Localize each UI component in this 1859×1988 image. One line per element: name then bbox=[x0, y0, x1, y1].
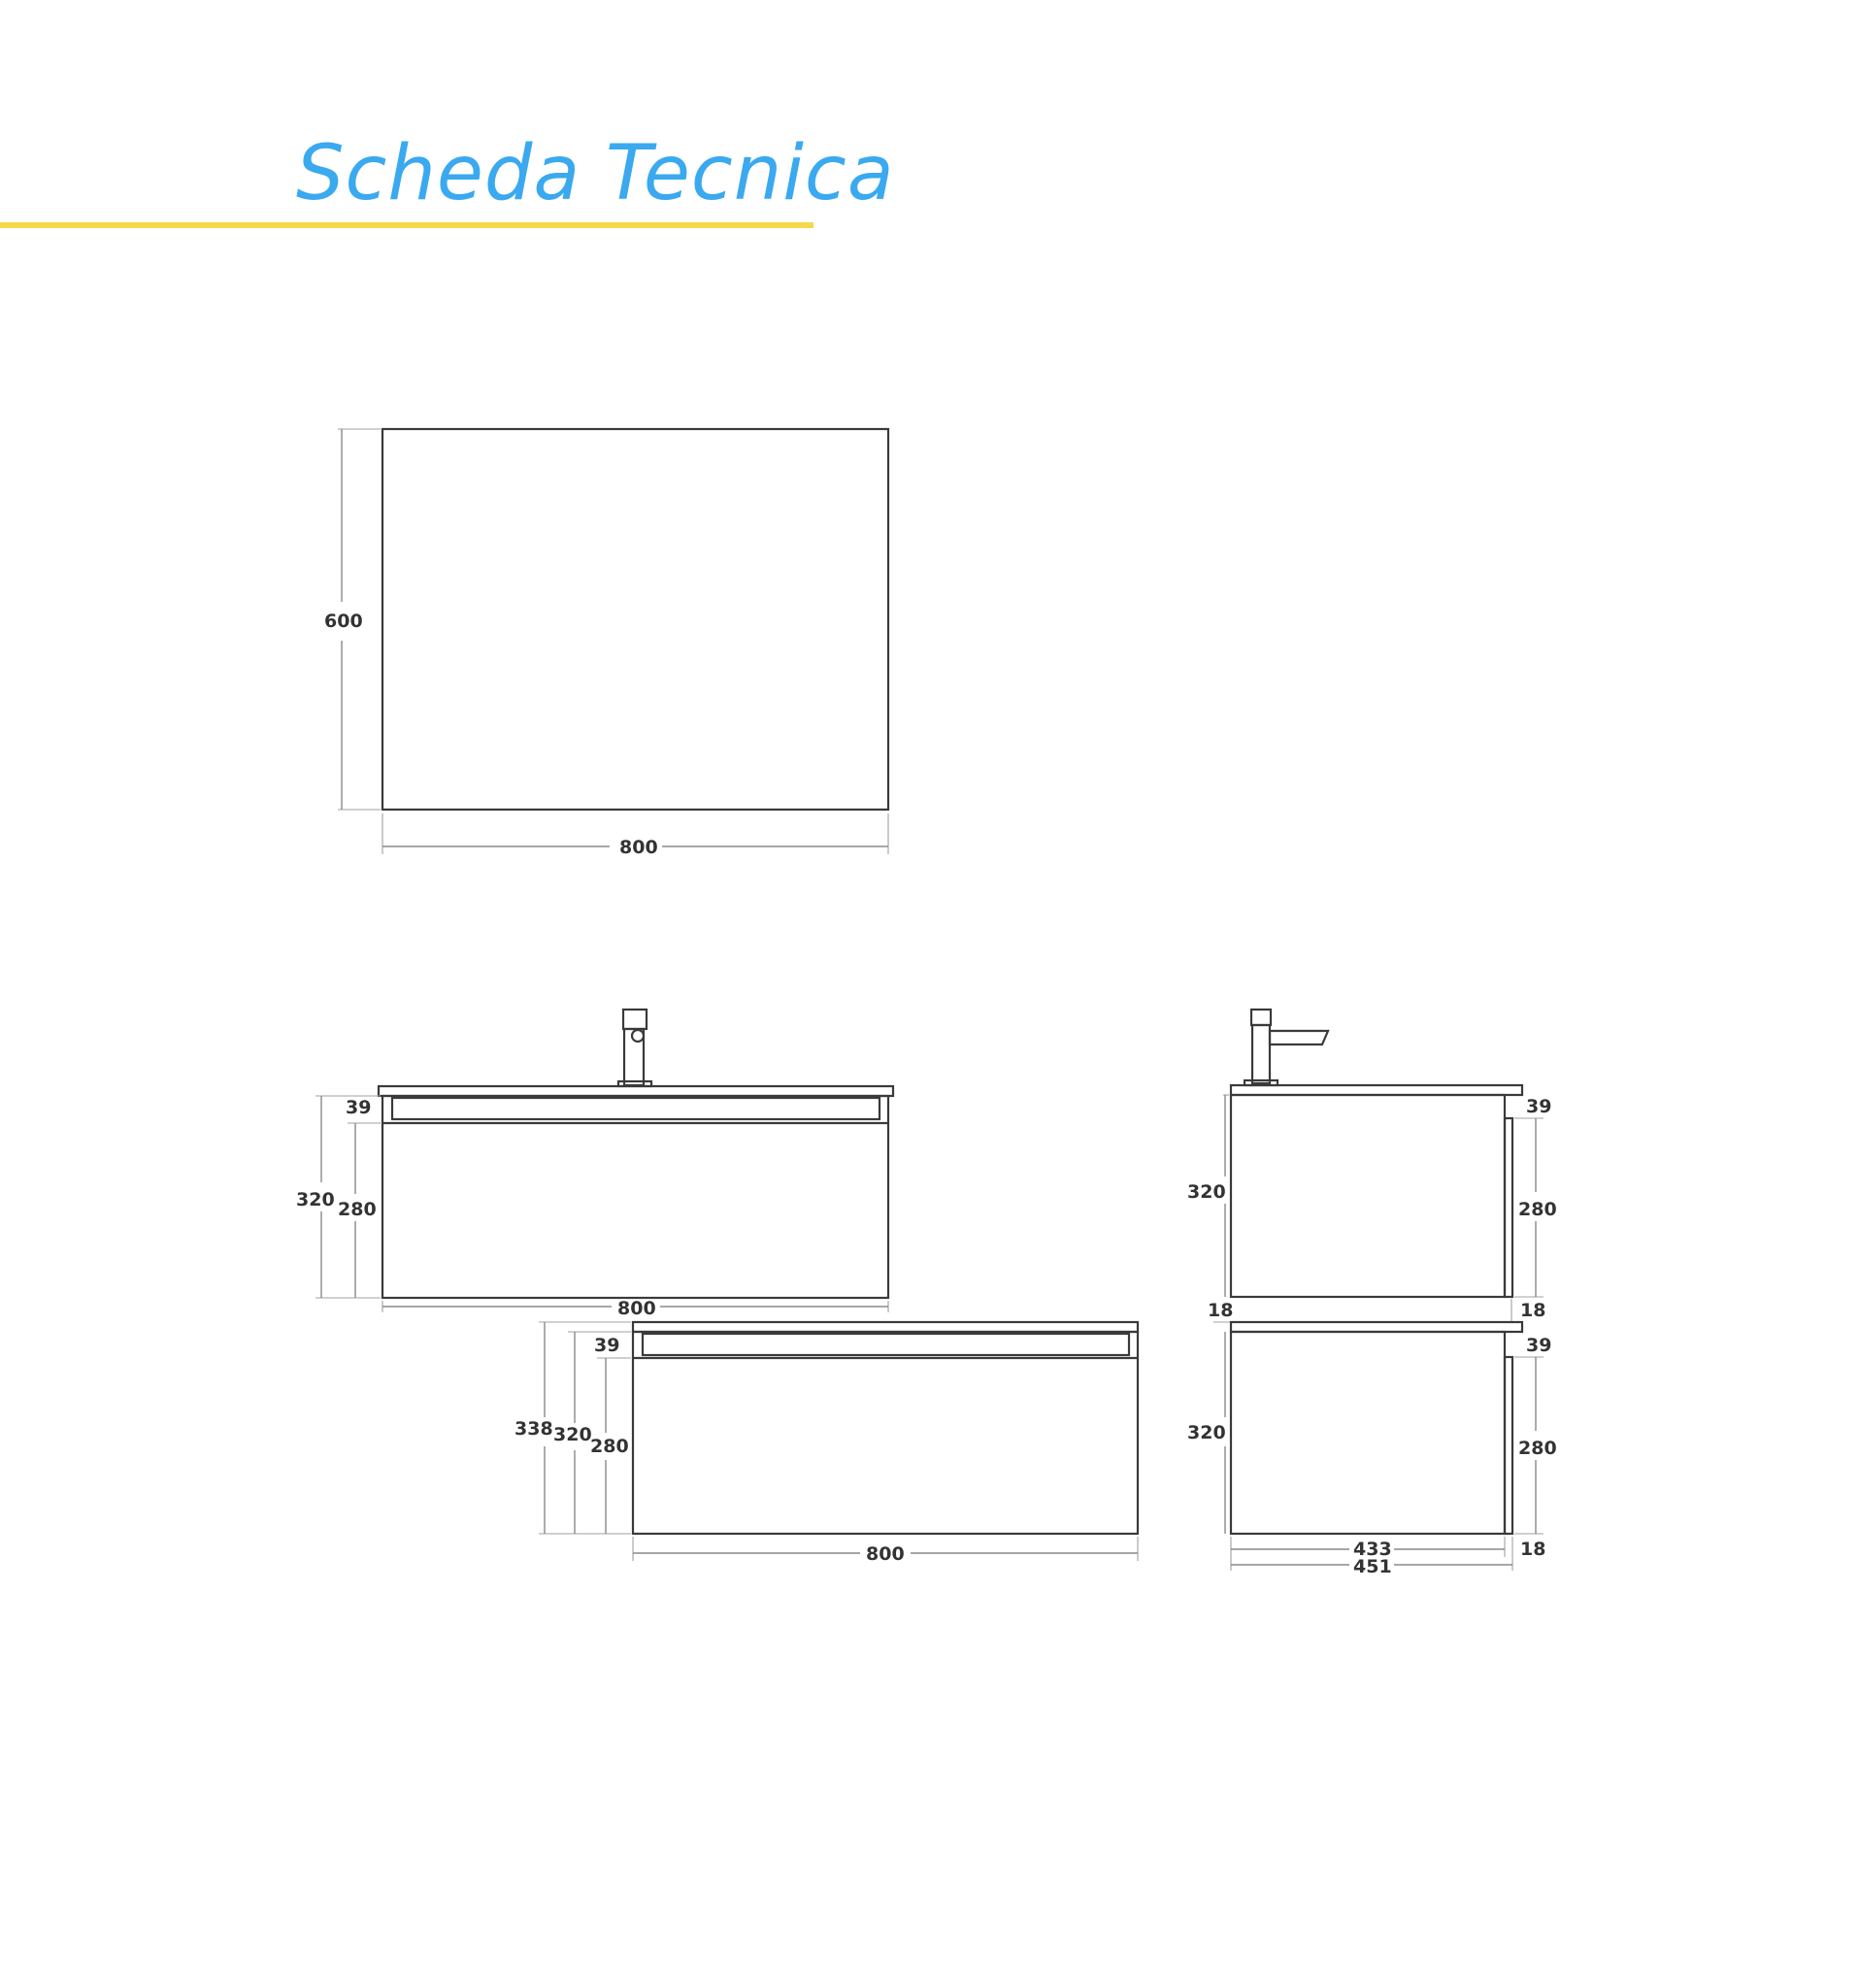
lower-front-cabinet bbox=[631, 1330, 1140, 1536]
lower-front-width-label: 800 bbox=[866, 1543, 905, 1565]
faucet-head bbox=[621, 1008, 648, 1031]
upper-side-view: 320 39 280 18 18 bbox=[1187, 1008, 1557, 1323]
upper-front-cabinet bbox=[381, 1094, 890, 1300]
lower-side-drawer-height-label: 280 bbox=[1518, 1438, 1557, 1459]
side-faucet-head bbox=[1249, 1008, 1273, 1027]
mirror-outline bbox=[381, 427, 890, 812]
lower-front-drawer-height-label: 280 bbox=[590, 1436, 629, 1457]
mirror-view: 600 800 bbox=[324, 427, 890, 858]
upper-side-drawer-front bbox=[1503, 1116, 1514, 1299]
lower-front-cabinet-height-label: 320 bbox=[553, 1424, 592, 1445]
upper-front-drawer-height-label: 280 bbox=[338, 1199, 377, 1220]
lower-front-top bbox=[631, 1320, 1140, 1334]
side-faucet-spout bbox=[1268, 1029, 1330, 1046]
lower-front-top-label: 39 bbox=[594, 1335, 619, 1356]
lower-side-right-depth-label: 18 bbox=[1520, 1539, 1545, 1560]
lower-front-drawer-handle bbox=[641, 1332, 1131, 1357]
upper-side-top bbox=[1229, 1083, 1524, 1097]
upper-side-left-gap-label: 18 bbox=[1208, 1300, 1233, 1321]
lower-side-top bbox=[1229, 1320, 1524, 1334]
upper-side-cabinet bbox=[1229, 1093, 1507, 1299]
lower-front-total-height-label: 338 bbox=[515, 1418, 553, 1440]
lower-side-view: 320 39 280 433 18 451 bbox=[1187, 1320, 1557, 1577]
upper-side-height-label: 320 bbox=[1187, 1181, 1226, 1203]
faucet-body bbox=[622, 1027, 646, 1087]
lower-front-view: 338 320 280 39 800 bbox=[515, 1320, 1140, 1565]
mirror-width-label: 800 bbox=[619, 837, 658, 858]
title-underline bbox=[0, 222, 813, 228]
mirror-height-label: 600 bbox=[324, 611, 363, 632]
page-title: Scheda Tecnica bbox=[296, 130, 895, 217]
upper-front-drawer-handle bbox=[390, 1096, 881, 1121]
lower-side-height-label: 320 bbox=[1187, 1422, 1226, 1443]
upper-front-top-label: 39 bbox=[346, 1097, 371, 1118]
basin-top bbox=[377, 1084, 895, 1098]
upper-side-top-label: 39 bbox=[1526, 1096, 1551, 1117]
upper-front-view: 320 280 39 800 bbox=[296, 1008, 895, 1319]
upper-front-total-height-label: 320 bbox=[296, 1189, 335, 1210]
upper-front-width-label: 800 bbox=[617, 1298, 656, 1319]
lower-side-cabinet bbox=[1229, 1330, 1507, 1536]
lower-side-depth-inner-label: 433 bbox=[1353, 1539, 1392, 1560]
upper-side-right-gap-label: 18 bbox=[1520, 1300, 1545, 1321]
side-faucet-body bbox=[1250, 1023, 1272, 1085]
faucet-handle-knob bbox=[630, 1028, 646, 1044]
upper-side-drawer-height-label: 280 bbox=[1518, 1199, 1557, 1220]
lower-side-drawer-front bbox=[1503, 1355, 1514, 1536]
lower-side-top-label: 39 bbox=[1526, 1335, 1551, 1356]
lower-side-depth-total-label: 451 bbox=[1353, 1556, 1392, 1577]
